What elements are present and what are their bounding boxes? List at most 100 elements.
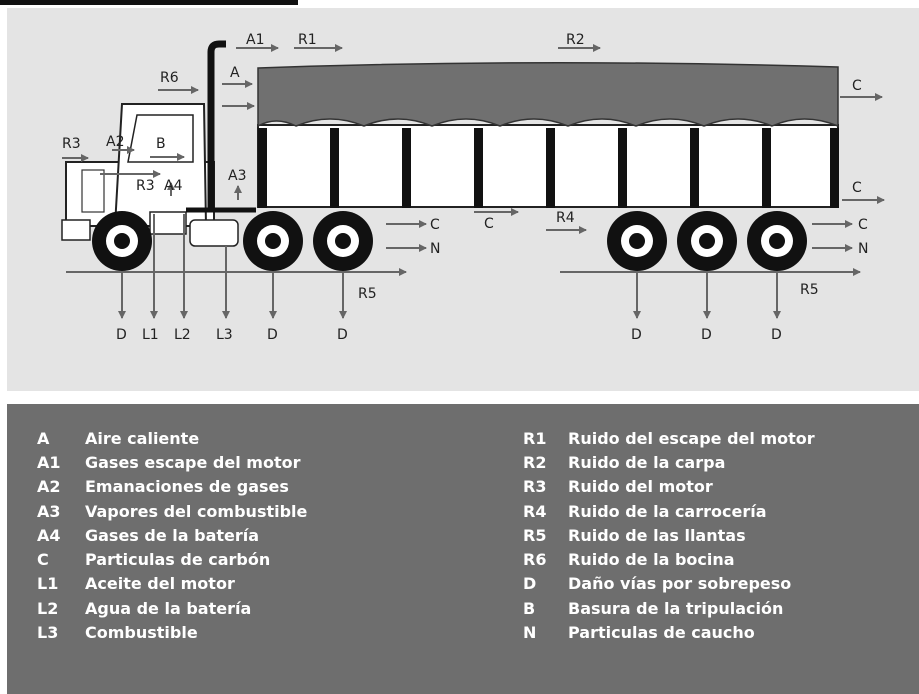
legend-text: Basura de la tripulación <box>568 598 784 618</box>
legend-item: R3 Ruido del motor <box>523 475 815 499</box>
label-D-3: D <box>337 327 348 343</box>
label-D-1: D <box>116 327 127 343</box>
legend-code: A1 <box>37 452 61 472</box>
label-A: A <box>230 65 240 81</box>
label-R4: R4 <box>556 210 575 226</box>
label-R1: R1 <box>298 32 317 48</box>
legend-item: L3 Combustible <box>37 620 307 644</box>
label-D-6: D <box>771 327 782 343</box>
legend-code: N <box>523 623 537 643</box>
battery-box <box>149 211 187 235</box>
wheels <box>92 211 807 271</box>
legend-item: R1 Ruido del escape del motor <box>523 426 815 450</box>
legend-code: R5 <box>523 525 547 545</box>
legend-text: Aire caliente <box>85 428 200 448</box>
label-C-side: C <box>852 180 862 196</box>
label-L3: L3 <box>216 327 233 343</box>
diagram-labels: A1 R1 R2 R6 A C R3 A2 B R3 A4 A3 C C C N… <box>62 32 868 343</box>
wheel-trailer-3 <box>747 211 807 271</box>
label-R2: R2 <box>566 32 585 48</box>
legend-item: A2 Emanaciones de gases <box>37 475 307 499</box>
legend-code: L3 <box>37 623 59 643</box>
label-N-axle: N <box>430 241 440 257</box>
legend-text: Particulas de caucho <box>568 623 755 643</box>
trailer-posts <box>258 128 839 208</box>
legend-text: Ruido del escape del motor <box>568 428 815 448</box>
legend-text: Daño vías por sobrepeso <box>568 574 792 594</box>
legend-text: Emanaciones de gases <box>85 477 289 497</box>
legend-text: Aceite del motor <box>85 574 235 594</box>
legend-text: Gases de la batería <box>85 525 260 545</box>
legend-code: A4 <box>37 525 61 545</box>
truck-cab <box>61 40 256 247</box>
legend-code: L1 <box>37 574 59 594</box>
legend-item: A3 Vapores del combustible <box>37 499 307 523</box>
wheel-drive-1 <box>243 211 303 271</box>
top-rule <box>0 0 298 5</box>
legend-code: R4 <box>523 501 547 521</box>
legend-code: R2 <box>523 452 547 472</box>
cab-grille <box>81 169 105 213</box>
legend-text: Ruido de la bocina <box>568 550 735 570</box>
label-R6: R6 <box>160 70 179 86</box>
front-bumper <box>61 219 91 241</box>
legend-code: L2 <box>37 598 59 618</box>
legend-item: D Daño vías por sobrepeso <box>523 572 815 596</box>
legend-code: B <box>523 598 536 618</box>
trailer <box>257 61 839 208</box>
label-C-rear: C <box>858 217 868 233</box>
legend-item: A4 Gases de la batería <box>37 523 307 547</box>
fuel-tank <box>189 219 239 247</box>
label-A3: A3 <box>228 168 246 184</box>
legend-text: Combustible <box>85 623 198 643</box>
legend-code: R3 <box>523 477 547 497</box>
label-A1: A1 <box>246 32 264 48</box>
legend-item: B Basura de la tripulación <box>523 596 815 620</box>
label-A2: A2 <box>106 134 124 150</box>
legend-item: R4 Ruido de la carrocería <box>523 499 815 523</box>
truck-diagram: A1 R1 R2 R6 A C R3 A2 B R3 A4 A3 C C C N… <box>7 8 919 391</box>
label-B: B <box>156 136 166 152</box>
label-A4: A4 <box>164 178 183 194</box>
legend-code: C <box>37 550 49 570</box>
label-L2: L2 <box>174 327 191 343</box>
legend-text: Ruido del motor <box>568 477 713 497</box>
legend-code: A3 <box>37 501 61 521</box>
wheel-front <box>92 211 152 271</box>
label-D-4: D <box>631 327 642 343</box>
legend-code: A <box>37 428 50 448</box>
wheel-drive-2 <box>313 211 373 271</box>
label-R3-engine: R3 <box>136 178 155 194</box>
label-R3-cab: R3 <box>62 136 81 152</box>
legend-item: L1 Aceite del motor <box>37 572 307 596</box>
legend-text: Vapores del combustible <box>85 501 308 521</box>
label-C-top: C <box>852 78 862 94</box>
legend-code: R1 <box>523 428 547 448</box>
label-L1: L1 <box>142 327 159 343</box>
truck-diagram-svg: A1 R1 R2 R6 A C R3 A2 B R3 A4 A3 C C C N… <box>61 32 885 343</box>
legend-item: L2 Agua de la batería <box>37 596 307 620</box>
wheel-trailer-1 <box>607 211 667 271</box>
label-N-rear: N <box>858 241 868 257</box>
label-R5-rear: R5 <box>800 282 819 298</box>
exhaust-pipe <box>207 40 226 210</box>
label-C-mid: C <box>484 216 494 232</box>
legend-text: Agua de la batería <box>85 598 252 618</box>
legend-text: Ruido de la carrocería <box>568 501 767 521</box>
legend-text: Particulas de carbón <box>85 550 271 570</box>
legend-code: A2 <box>37 477 61 497</box>
legend-item: C Particulas de carbón <box>37 547 307 571</box>
flow-arrows <box>62 44 885 319</box>
legend-code: D <box>523 574 537 594</box>
legend-item: R2 Ruido de la carpa <box>523 450 815 474</box>
legend-code: R6 <box>523 550 547 570</box>
label-C-axle: C <box>430 217 440 233</box>
legend-text: Ruido de la carpa <box>568 452 726 472</box>
legend-item: A Aire caliente <box>37 426 307 450</box>
label-R5-front: R5 <box>358 286 377 302</box>
wheel-trailer-2 <box>677 211 737 271</box>
